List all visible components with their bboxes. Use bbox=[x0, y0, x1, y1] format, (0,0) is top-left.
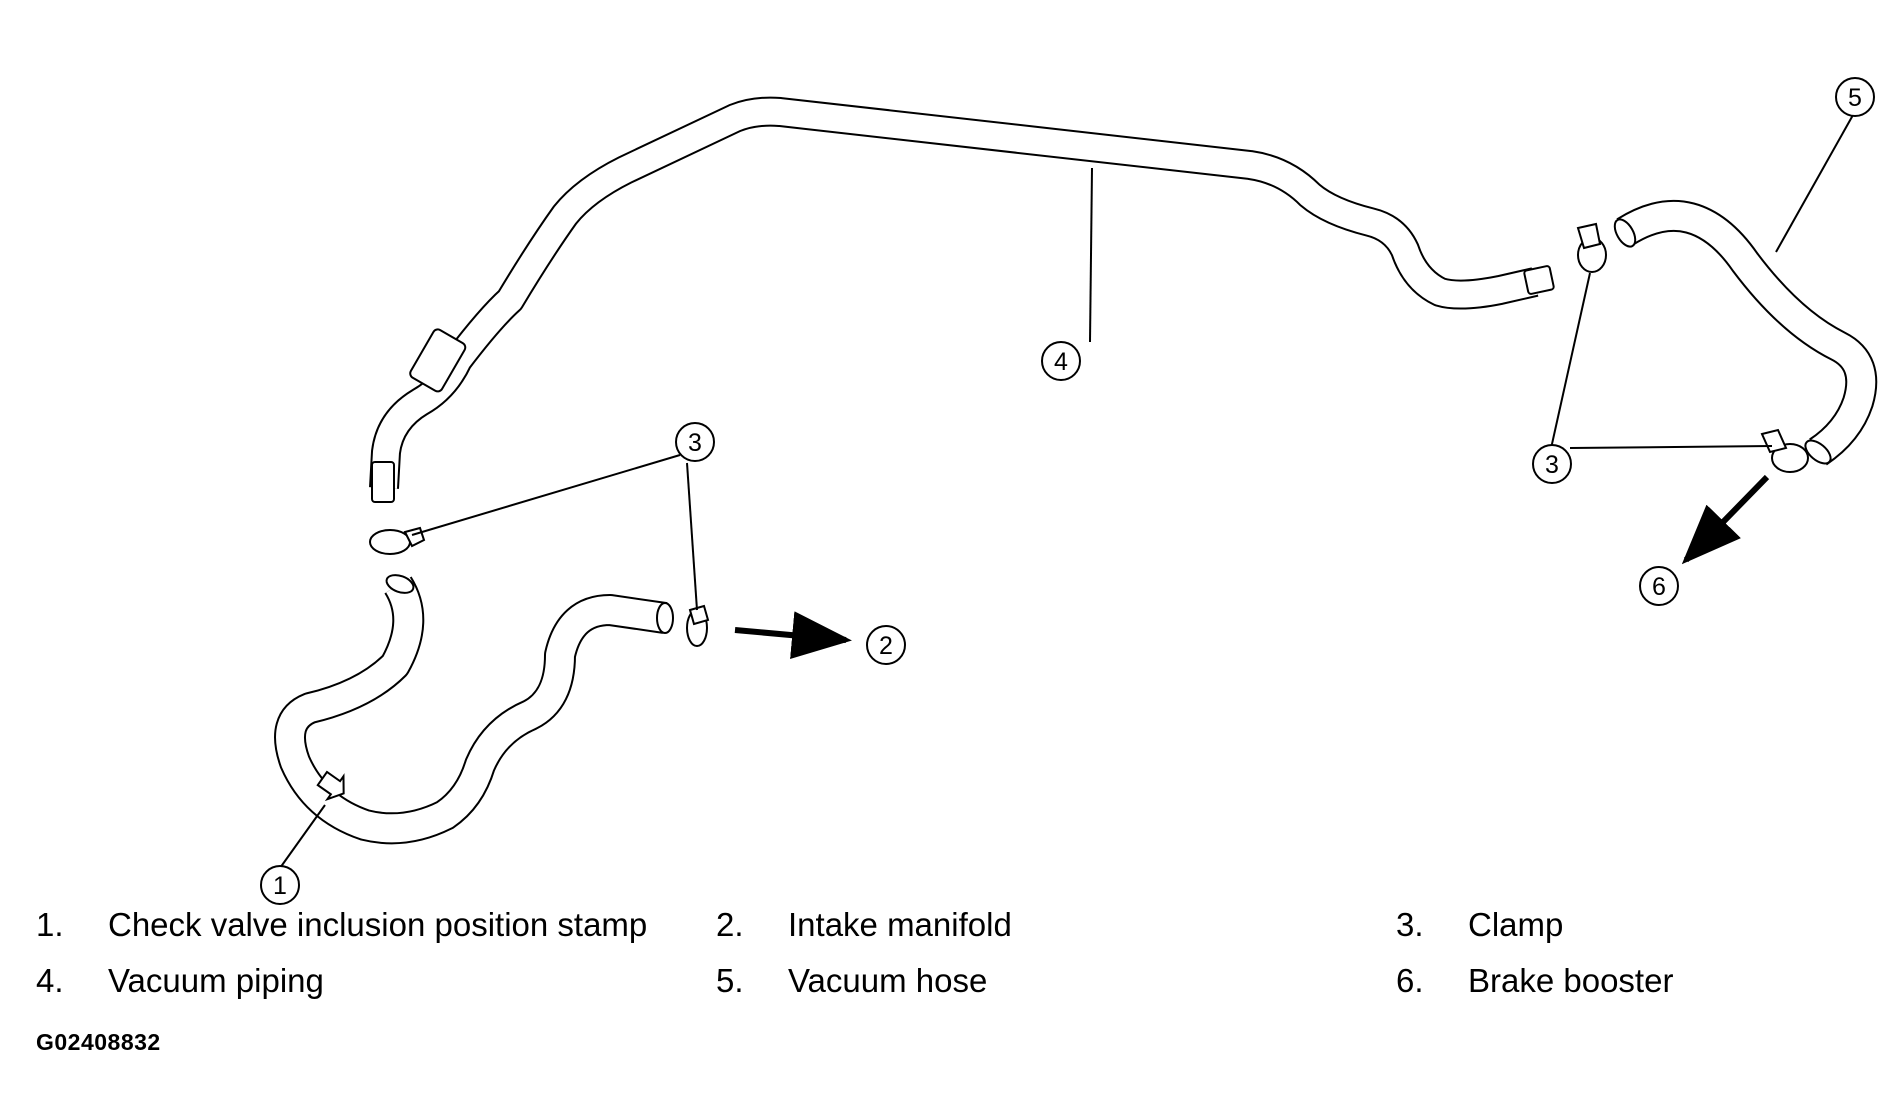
callout-2: 2 bbox=[866, 625, 906, 665]
clamp-lower-right bbox=[1760, 428, 1809, 473]
arrow-to-intake-manifold bbox=[734, 611, 852, 660]
arrow-to-brake-booster bbox=[1681, 474, 1770, 565]
legend-label: Intake manifold bbox=[788, 906, 1012, 943]
callout-5: 5 bbox=[1835, 77, 1875, 117]
svg-text:1: 1 bbox=[273, 872, 287, 900]
callout-1: 1 bbox=[260, 865, 300, 905]
legend-num: 5. bbox=[716, 962, 744, 999]
legend: 1. Check valve inclusion position stamp … bbox=[36, 905, 1796, 1035]
figure-code: G02408832 bbox=[36, 1029, 161, 1055]
clamp-middle bbox=[686, 604, 710, 647]
direction-arrows bbox=[734, 474, 1770, 660]
legend-num: 1. bbox=[36, 906, 64, 943]
callout-3-left: 3 bbox=[675, 422, 715, 462]
leader-lines bbox=[279, 114, 1854, 869]
legend-label: Vacuum piping bbox=[108, 962, 324, 999]
svg-text:2: 2 bbox=[879, 632, 893, 660]
svg-text:3: 3 bbox=[1545, 451, 1559, 479]
clamps bbox=[369, 222, 1809, 647]
clamp-upper-right bbox=[1576, 222, 1607, 273]
check-valve-stamp-arrow bbox=[316, 770, 345, 802]
legend-label: Clamp bbox=[1468, 906, 1564, 943]
callout-4: 4 bbox=[1041, 341, 1081, 381]
legend-label: Check valve inclusion position stamp bbox=[108, 906, 648, 943]
legend-num: 6. bbox=[1396, 962, 1424, 999]
legend-label: Brake booster bbox=[1468, 962, 1674, 999]
callout-6: 6 bbox=[1639, 566, 1679, 606]
svg-text:4: 4 bbox=[1054, 348, 1068, 376]
clamp-left bbox=[369, 526, 426, 555]
vacuum-piping bbox=[369, 96, 1555, 503]
legend-num: 4. bbox=[36, 962, 64, 999]
legend-num: 3. bbox=[1396, 906, 1424, 943]
svg-text:6: 6 bbox=[1652, 573, 1666, 601]
legend-label: Vacuum hose bbox=[788, 962, 988, 999]
vacuum-hose bbox=[1613, 199, 1878, 466]
svg-text:5: 5 bbox=[1848, 84, 1862, 112]
legend-num: 2. bbox=[716, 906, 744, 943]
svg-text:3: 3 bbox=[688, 429, 702, 457]
callout-3-right: 3 bbox=[1532, 444, 1572, 484]
check-valve-hose bbox=[274, 574, 674, 845]
